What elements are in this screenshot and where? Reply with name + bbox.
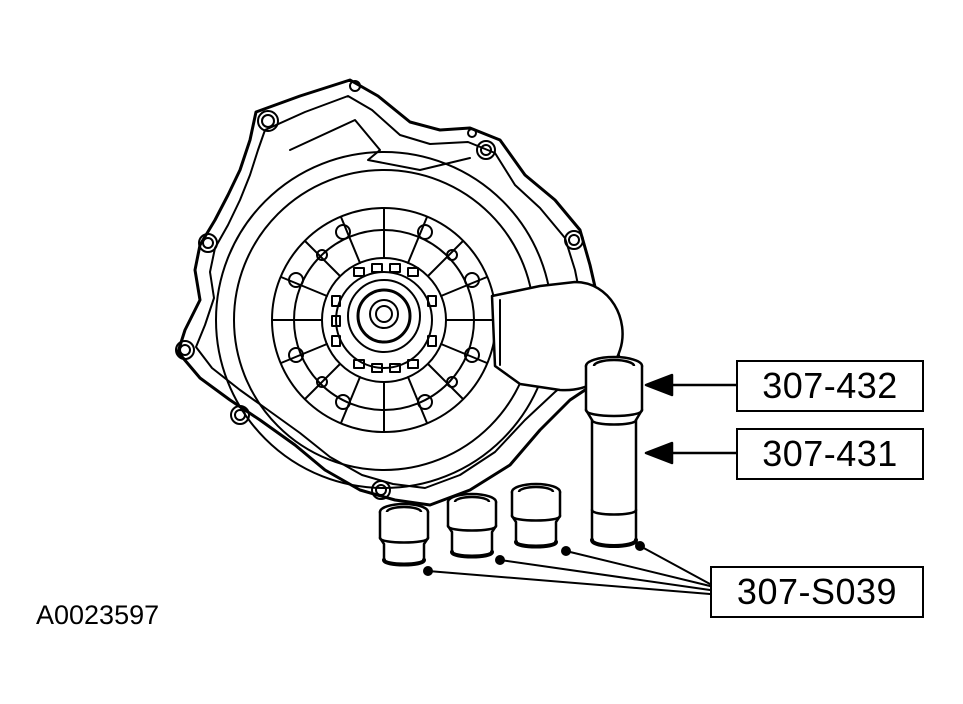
figure-id: A0023597 [36,600,160,630]
arrow-307-431 [644,441,738,465]
housing-top-tab [289,119,471,171]
pump-assembly [271,207,497,433]
leaders-307-s039 [423,541,711,595]
seal-installer-cup-3 [510,482,562,549]
housing-flange [195,95,601,489]
callout-307-432: 307-432 [736,360,924,412]
arrow-307-432 [644,373,738,397]
callout-307-s039: 307-S039 [710,566,924,618]
seal-installer-tall [584,355,644,548]
seal-installer-cup-2 [446,492,498,559]
callout-307-431: 307-431 [736,428,924,480]
seal-installer-cup-1 [378,502,430,567]
